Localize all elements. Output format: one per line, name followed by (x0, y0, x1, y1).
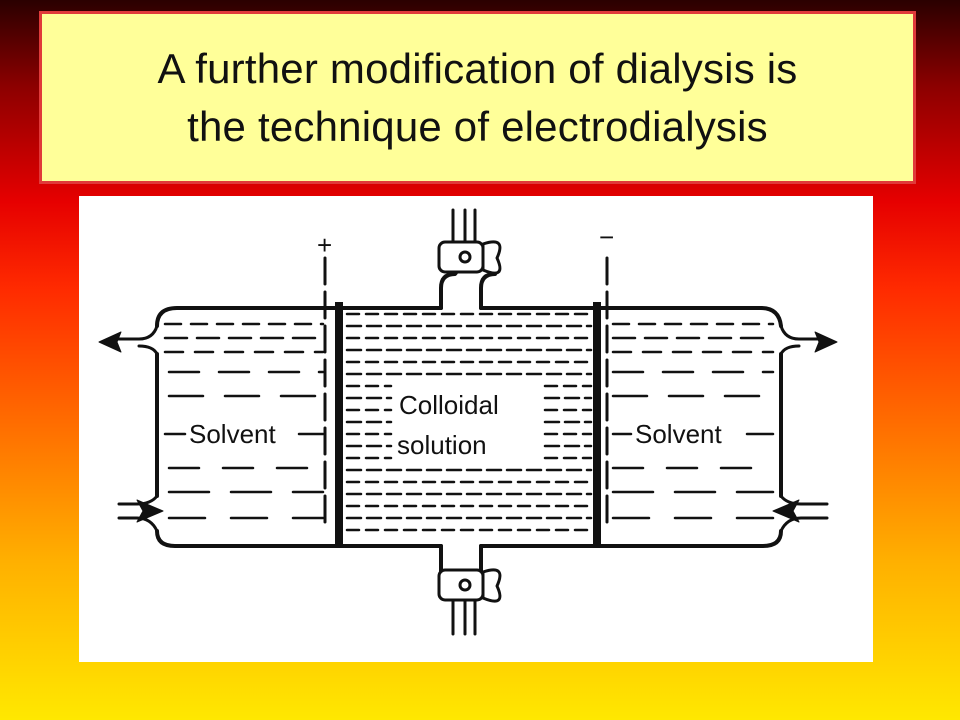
colloidal-label-line-1: Colloidal (399, 390, 499, 420)
colloidal-label-line-2: solution (397, 430, 487, 460)
right-inlet-arrow (772, 499, 800, 523)
right-outlet-arrow (814, 331, 838, 353)
slide-title-line-1: A further modification of dialysis is (157, 44, 798, 92)
left-inlet-arrow (136, 499, 164, 523)
right-membrane (593, 302, 601, 548)
right-tubes (779, 324, 829, 533)
slide-title-box: A further modification of dialysis is th… (39, 11, 916, 184)
bottom-stopcock (437, 568, 502, 636)
colloidal-solution-liquid (345, 312, 593, 532)
left-outlet-arrow (98, 331, 122, 353)
electrodialysis-drawing: + − Solvent Colloidal solution Solvent (98, 208, 838, 636)
cathode-sign: − (599, 222, 614, 252)
left-membrane (335, 302, 343, 548)
left-solvent-liquid (163, 322, 325, 520)
left-tubes (107, 324, 159, 533)
top-stopcock (437, 208, 502, 275)
right-solvent-liquid (611, 322, 775, 520)
anode-sign: + (317, 230, 332, 260)
electrodialysis-diagram: + − Solvent Colloidal solution Solvent (79, 196, 873, 662)
left-solvent-label: Solvent (189, 419, 276, 449)
right-solvent-label: Solvent (635, 419, 722, 449)
slide-title-line-2: the technique of electrodialysis (187, 102, 768, 150)
vessel-outline (155, 254, 783, 573)
